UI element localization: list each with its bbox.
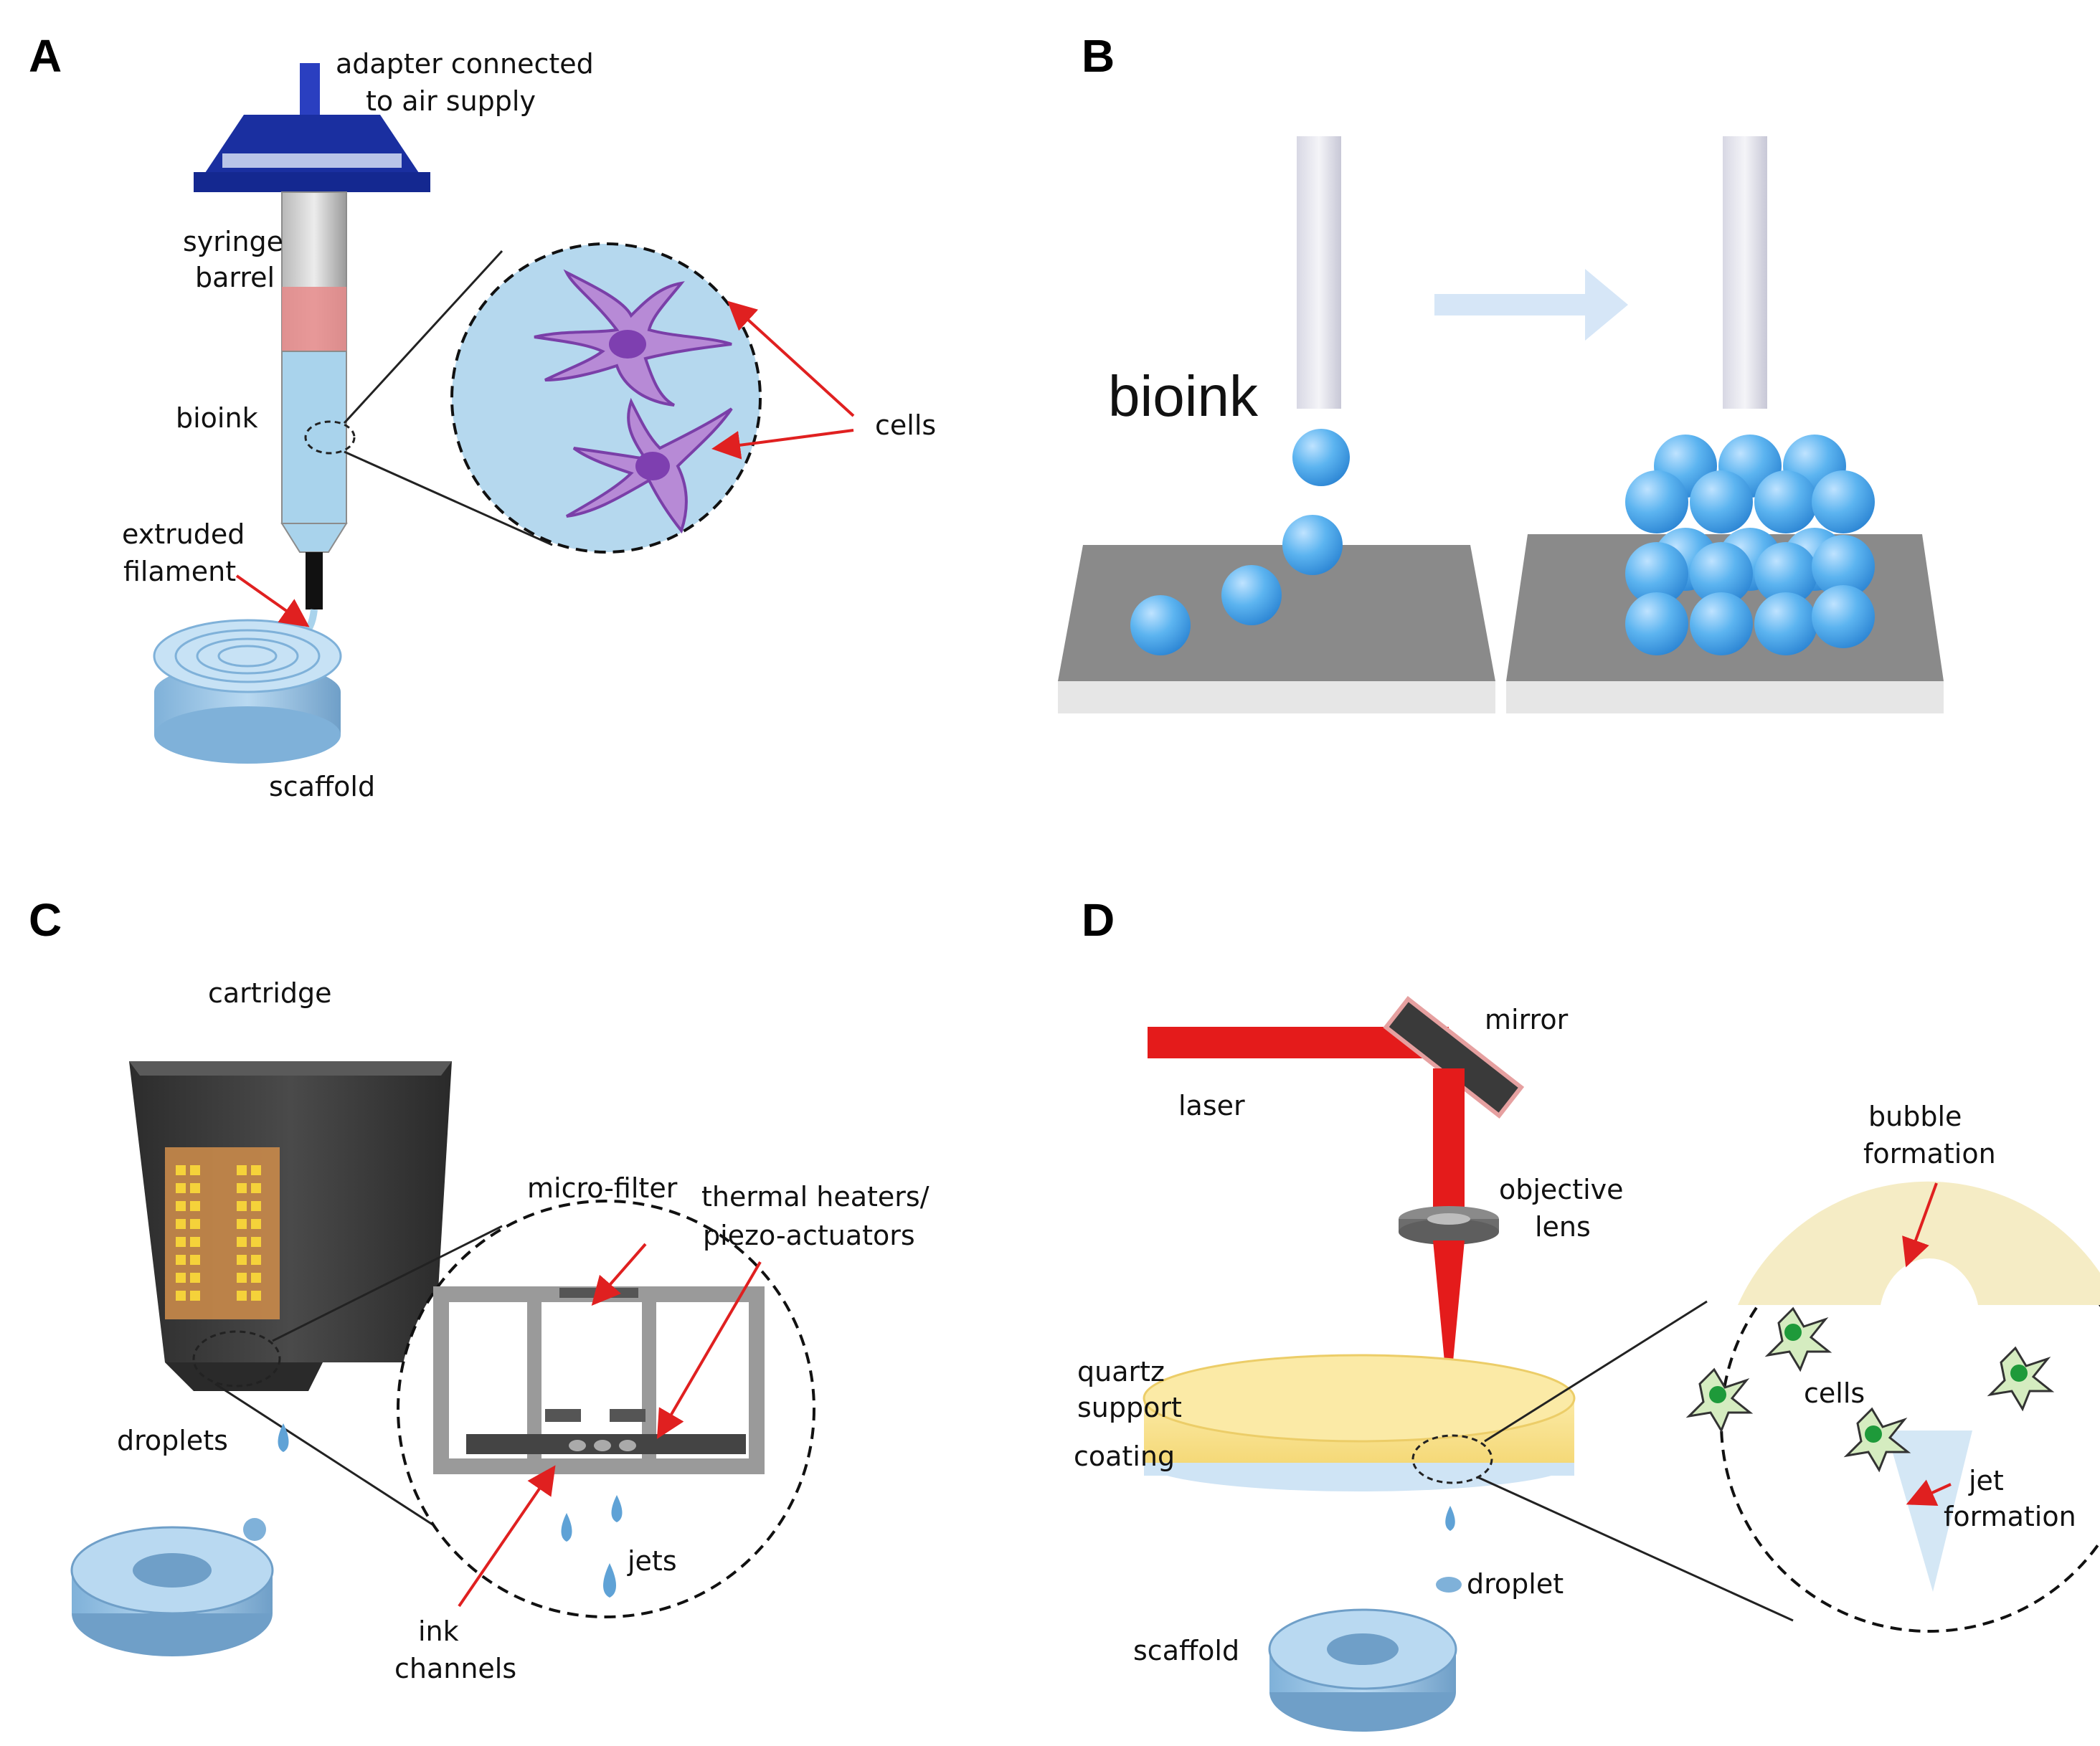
- label-bubble-2: formation: [1863, 1138, 1996, 1169]
- jet-droplet: [611, 1495, 623, 1522]
- droplet-falling: [1445, 1506, 1455, 1531]
- panel-b-letter: B: [1082, 30, 1115, 82]
- label-coating: coating: [1074, 1441, 1175, 1472]
- label-objective-2: lens: [1535, 1211, 1591, 1243]
- quartz-support: [1143, 1354, 1576, 1491]
- objective-lens: [1399, 1206, 1499, 1245]
- falling-droplet: [1282, 515, 1343, 575]
- cell-d: [1685, 1367, 1754, 1433]
- label-droplet: droplet: [1467, 1568, 1564, 1600]
- air-adapter: [194, 63, 430, 192]
- zoom-source-ring: [192, 1330, 281, 1387]
- jet-cone: [1886, 1431, 1972, 1592]
- bubble: [1879, 1258, 1980, 1380]
- plate-left: [1058, 545, 1495, 713]
- label-adapter-2: to air supply: [366, 85, 536, 117]
- panel-a-letter: A: [29, 30, 62, 82]
- label-cells-a: cells: [875, 409, 936, 441]
- nozzle-left: [1297, 136, 1341, 409]
- focused-beam: [1433, 1240, 1465, 1377]
- label-thermal-1: thermal heaters/: [701, 1181, 930, 1213]
- ring-scaffold-d: [1268, 1608, 1457, 1732]
- ring-scaffold-c: [70, 1526, 274, 1656]
- panel-c-letter: C: [29, 894, 62, 946]
- label-bioink-a: bioink: [176, 402, 258, 434]
- label-bubble-1: bubble: [1868, 1101, 1962, 1132]
- panel-d-letter: D: [1082, 894, 1115, 946]
- label-syringe-1: syringe: [183, 226, 283, 257]
- label-jet-1: jet: [1968, 1465, 2004, 1496]
- deposited-droplet: [1221, 565, 1282, 625]
- panel-a: A: [29, 30, 936, 802]
- cell-1: [534, 269, 732, 407]
- label-scaffold-d: scaffold: [1133, 1635, 1239, 1666]
- label-scaffold-a: scaffold: [269, 771, 375, 802]
- label-syringe-2: barrel: [195, 262, 275, 293]
- label-mirror: mirror: [1485, 1004, 1569, 1035]
- falling-droplet: [1292, 429, 1350, 486]
- syringe-barrel: [280, 191, 348, 553]
- cell-d: [1843, 1407, 1911, 1473]
- nozzle-zoom-circle: [397, 1200, 815, 1618]
- label-extruded-1: extruded: [122, 518, 245, 550]
- label-droplets: droplets: [117, 1425, 228, 1456]
- laser-beam-vertical: [1433, 1068, 1465, 1215]
- cell-d: [1764, 1306, 1832, 1372]
- deposited-droplet: [1130, 595, 1191, 655]
- process-arrow: [1434, 269, 1628, 341]
- jet-droplet: [561, 1513, 572, 1542]
- label-ink-2: channels: [394, 1653, 516, 1684]
- label-jet-2: formation: [1944, 1501, 2076, 1532]
- droplet-small: [1436, 1577, 1462, 1593]
- ink-droplet: [243, 1518, 266, 1541]
- label-ink-1: ink: [418, 1615, 459, 1647]
- cell-2: [566, 397, 733, 534]
- inkjet-cartridge: [129, 1061, 452, 1391]
- label-jets: jets: [627, 1545, 677, 1577]
- needle: [306, 552, 323, 609]
- label-micro-filter: micro-filter: [527, 1172, 678, 1204]
- label-cartridge: cartridge: [208, 977, 332, 1009]
- label-thermal-2: piezo-actuators: [703, 1220, 915, 1251]
- label-objective-1: objective: [1499, 1174, 1624, 1205]
- panel-d: D: [1074, 894, 2100, 1732]
- label-extruded-2: filament: [123, 556, 236, 587]
- nozzle-right: [1723, 136, 1767, 409]
- label-bioink-b: bioink: [1108, 364, 1259, 428]
- zoom-source-ring: [1411, 1434, 1493, 1484]
- cells-zoom-circle: [450, 242, 762, 554]
- cell-d: [1987, 1346, 2055, 1412]
- zoom-source-ring: [304, 420, 356, 455]
- ink-droplet: [278, 1423, 289, 1452]
- panel-c: C cartridge: [29, 894, 930, 1684]
- label-quartz-2: support: [1077, 1392, 1182, 1423]
- label-laser: laser: [1178, 1090, 1245, 1121]
- label-cells-d: cells: [1804, 1377, 1865, 1409]
- sphere-stack: [1625, 435, 1875, 655]
- label-quartz-1: quartz: [1077, 1356, 1165, 1387]
- panel-b: B bioink: [1058, 30, 1944, 713]
- jet-droplet: [603, 1563, 616, 1598]
- spiral-scaffold: [153, 619, 342, 764]
- label-adapter-1: adapter connected: [336, 48, 594, 80]
